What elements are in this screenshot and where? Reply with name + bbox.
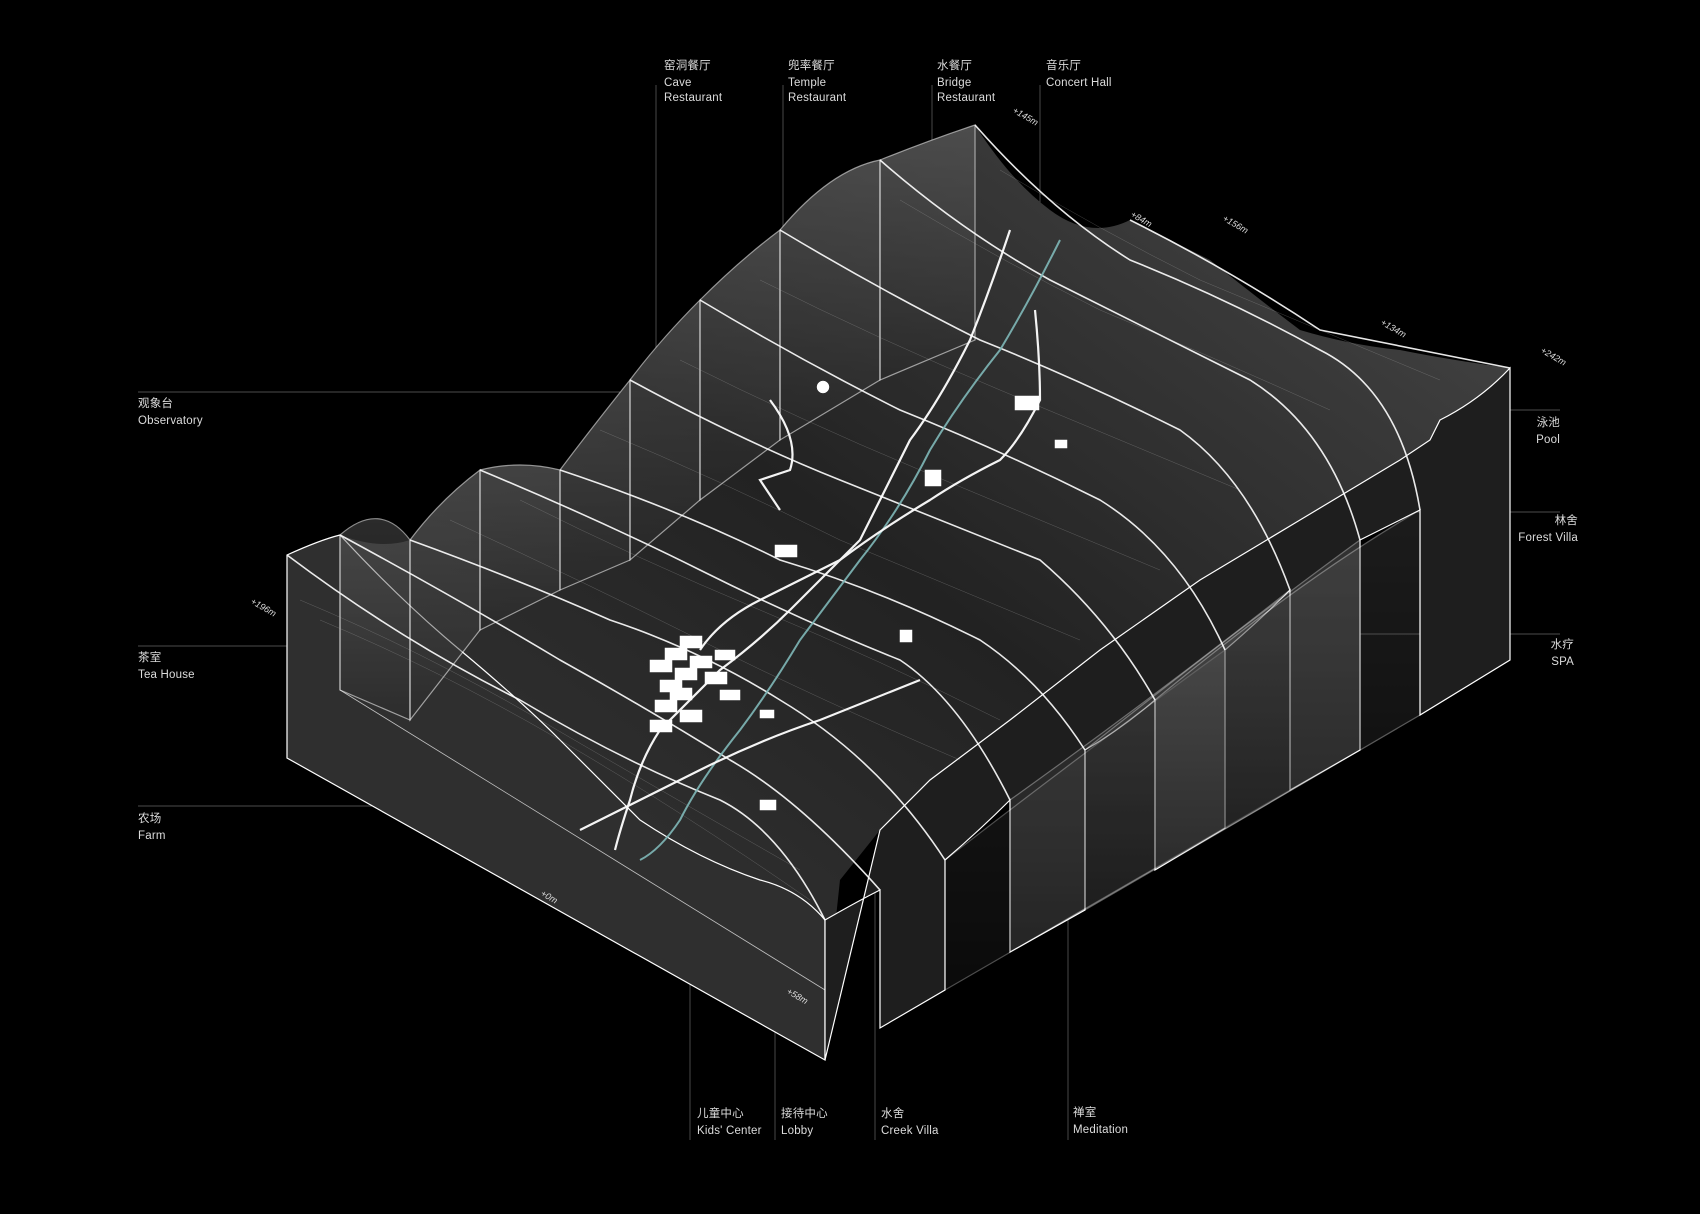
section-planes: [339, 124, 1421, 992]
en: Cave Restaurant: [664, 77, 723, 104]
label-tea-house: 茶室 Tea House: [138, 652, 195, 681]
elevation-label: +134m: [1379, 317, 1408, 340]
label-pool: 泳池 Pool: [1536, 417, 1560, 446]
terrain-block: +145m +84m +156m +134m +242m +196m +0m +…: [249, 105, 1568, 1062]
label-creek-villa: 水舍 Creek Villa: [881, 1108, 939, 1137]
buildings: [649, 380, 1068, 811]
roads: [579, 229, 1042, 851]
label-farm: 农场 Farm: [138, 813, 166, 842]
label-cave-restaurant: 窑洞餐厅 Cave Restaurant: [664, 60, 723, 104]
label-observatory: 观象台 Observatory: [138, 398, 203, 427]
label-forest-villa: 林舍 Forest Villa: [1518, 515, 1578, 544]
contour-lines: [286, 124, 1511, 921]
creek: [639, 239, 1061, 861]
label-lobby: 接待中心 Lobby: [781, 1108, 828, 1137]
label-spa: 水疗 SPA: [1550, 639, 1574, 668]
elevation-label: +156m: [1221, 213, 1250, 236]
elevation-label: +145m: [1011, 105, 1040, 128]
label-temple-restaurant: 兜率餐厅 Temple Restaurant: [788, 60, 847, 104]
elevation-label: +196m: [249, 596, 278, 619]
label-meditation: 禅室 Meditation: [1073, 1107, 1129, 1136]
label-bridge-restaurant: 水餐厅 Bridge Restaurant: [937, 60, 996, 104]
elevation-label: +242m: [1539, 345, 1568, 368]
label-kids-center: 儿童中心 Kids' Center: [697, 1108, 762, 1137]
label-concert-hall: 音乐厅 Concert Hall: [1046, 60, 1112, 89]
